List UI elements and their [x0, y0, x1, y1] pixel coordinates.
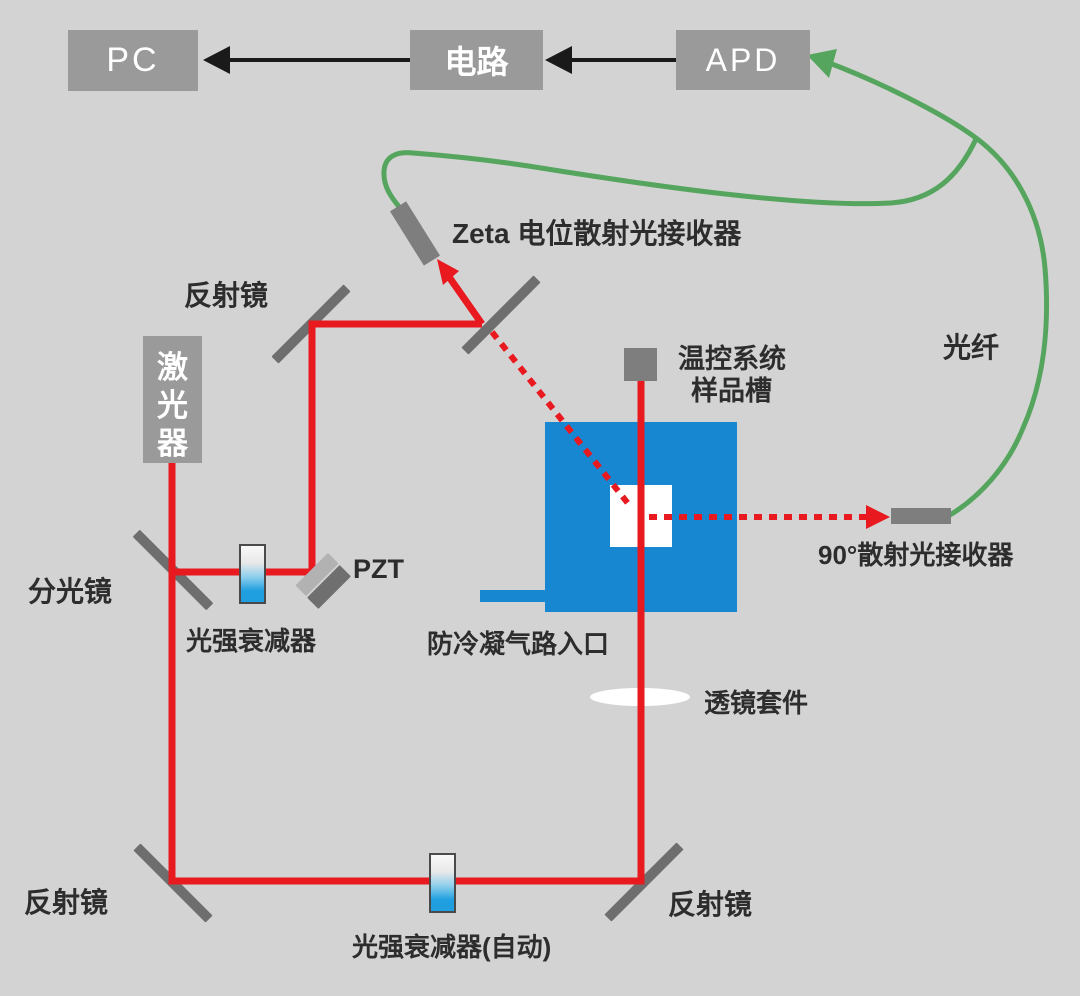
- fiber-arrowhead-apd: [807, 49, 837, 78]
- attenuator-auto: [429, 853, 456, 913]
- scattered-light-diagonal: [489, 330, 633, 508]
- receiver-90deg-head: [891, 508, 951, 524]
- gas-inlet-pipe: [480, 590, 550, 602]
- mirror-bottom-left-label: 反射镜: [24, 887, 109, 918]
- laser-box: 激光器: [143, 336, 202, 463]
- zeta-receiver-label: Zeta 电位散射光接收器: [452, 218, 742, 249]
- anti-condensation-label: 防冷凝气路入口: [427, 629, 610, 659]
- circuit-box-label: 电路: [444, 44, 509, 80]
- arrowhead-to-pc: [203, 46, 230, 74]
- fiber-90deg-to-apd: [823, 58, 1050, 518]
- mirror-top-label: 反射镜: [184, 280, 269, 311]
- beam-arrowhead-zeta: [437, 259, 459, 285]
- beam-splitter-label: 分光镜: [28, 576, 113, 607]
- main-beam-path: [168, 381, 645, 885]
- temp-system-label-line2: 样品槽: [691, 376, 772, 406]
- receiver-90deg-label: 90°散射光接收器: [818, 540, 1014, 570]
- fiber-label: 光纤: [943, 332, 1000, 363]
- temp-control-connector: [624, 348, 657, 381]
- attenuator-manual: [239, 544, 266, 604]
- attenuator-auto-label: 光强衰减器(自动): [352, 932, 552, 962]
- arrowhead-to-circuit: [545, 46, 572, 74]
- pzt-label: PZT: [353, 554, 404, 584]
- attenuator-label: 光强衰减器: [186, 626, 317, 656]
- circuit-box: 电路: [410, 30, 543, 90]
- pc-box: PC: [68, 30, 198, 91]
- mirror-bottom-right-label: 反射镜: [668, 889, 753, 920]
- beam-arrowhead-90deg: [866, 505, 890, 529]
- reference-beam-path: [172, 320, 482, 576]
- apd-box-label: APD: [705, 41, 781, 78]
- fiber-zeta-receiver: [381, 137, 979, 210]
- temp-system-label-line1: 温控系统: [678, 344, 786, 374]
- apd-box: APD: [676, 30, 810, 90]
- pc-box-label: PC: [106, 41, 160, 79]
- lens-kit-label: 透镜套件: [704, 688, 809, 718]
- beam-to-zeta-receiver: [444, 271, 485, 327]
